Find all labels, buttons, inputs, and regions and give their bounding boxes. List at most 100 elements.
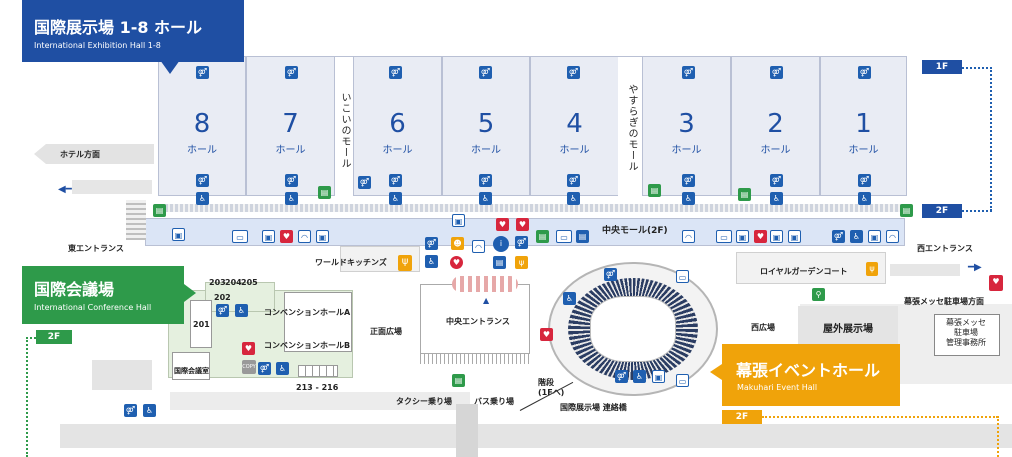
restroom-icon: ⚤ (515, 236, 528, 249)
hall-number: 2 (767, 109, 784, 139)
locker-icon: ▤ (648, 184, 661, 197)
hotel-arrow-body (46, 144, 154, 164)
restroom-icon: ⚤ (832, 230, 845, 243)
locker-icon: ▤ (900, 204, 913, 217)
halls-title-box (22, 0, 244, 62)
wheelchair-icon: ♿ (682, 192, 695, 205)
hall-number: 1 (855, 109, 872, 139)
convention-halls-box (284, 292, 352, 352)
ikoi-mall-strip (335, 56, 353, 197)
locker-icon: ▭ (716, 230, 732, 243)
wheelchair-icon: ♿ (850, 230, 863, 243)
locker-icon: ▣ (452, 214, 465, 227)
wheelchair-icon: ♿ (235, 304, 248, 317)
floor-1f-tag: 1F (922, 60, 962, 74)
hall-1: 1 ホール (820, 56, 907, 196)
floor-2f-tag-right: 2F (922, 204, 962, 218)
aed-icon: ♥ (242, 342, 255, 355)
central-mall-label: 中央モール(2F) (602, 226, 668, 236)
dotted-connector (26, 337, 36, 339)
hall-label: ホール (187, 145, 217, 156)
restroom-icon: ⚤ (196, 66, 209, 79)
event-hall-arena (590, 296, 676, 362)
dotted-connector (962, 210, 992, 212)
hall-rail (160, 204, 905, 212)
aed-icon: ♥ (516, 218, 529, 231)
room-203-label: 203 (209, 278, 226, 287)
wheelchair-icon: ♿ (143, 404, 156, 417)
hall-8: 8 ホール (158, 56, 246, 196)
hall-label: ホール (382, 145, 413, 156)
restroom-icon: ⚤ (285, 66, 298, 79)
restroom-icon: ⚤ (216, 304, 229, 317)
aed-icon: ♥ (754, 230, 767, 243)
central-stair-bars (420, 354, 530, 364)
locker-icon: ▤ (318, 186, 331, 199)
conv-a-label: コンベンションホールA (264, 308, 351, 317)
bridge-label: 国際展示場 連絡橋 (560, 403, 627, 412)
locker-icon: ▤ (576, 230, 589, 243)
dotted-connector (26, 337, 28, 457)
locker-icon: ▭ (232, 230, 248, 243)
dotted-connector (762, 416, 998, 418)
parking-office-label: 幕張メッセ 駐車場 管理事務所 (946, 318, 986, 347)
restroom-icon: ⚤ (858, 66, 871, 79)
dotted-connector (962, 67, 992, 69)
road-left (92, 360, 152, 390)
halls-subtitle: International Exhibition Hall 1-8 (34, 41, 161, 50)
hall-number: 8 (193, 109, 211, 139)
aed-icon: ♥ (540, 328, 553, 341)
event-subtitle: Makuhari Event Hall (737, 383, 818, 392)
east-stairs (126, 200, 146, 240)
rooms-213-216-label: 213 - 216 (296, 383, 339, 392)
parking-direction-label: 幕張メッセ駐車場方面 (904, 297, 984, 306)
central-entrance-label: 中央エントランス (446, 317, 510, 326)
restroom-icon: ⚤ (479, 174, 492, 187)
conference-title-box (22, 266, 184, 324)
copy-icon: COPY (242, 360, 256, 374)
info-icon: ☻ (451, 237, 464, 250)
hall-label: ホール (848, 145, 879, 156)
road-ramp (170, 392, 470, 410)
wheelchair-icon: ♿ (389, 192, 402, 205)
locker-icon: ▣ (868, 230, 881, 243)
locker-icon: ▭ (676, 374, 689, 387)
restroom-icon: ⚤ (196, 174, 209, 187)
central-entrance-arrow: ▲ (483, 296, 490, 305)
conference-subtitle: International Conference Hall (34, 303, 152, 312)
rooms-213-216 (298, 365, 338, 377)
floor-2f-tag-event: 2F (722, 410, 762, 424)
wheelchair-icon: ♿ (425, 255, 438, 268)
restaurant-icon: ψ (866, 262, 878, 276)
hall-number: 6 (389, 109, 406, 139)
hall-6: 6 ホール (353, 56, 442, 196)
hall-label: ホール (760, 145, 791, 156)
locker-icon: ▣ (788, 230, 801, 243)
hall-number: 5 (477, 109, 495, 139)
room-205-label: 205 (241, 278, 258, 287)
bicycle-icon: ⚲ (812, 288, 825, 301)
restroom-icon: ⚤ (124, 404, 137, 417)
event-title: 幕張イベントホール (736, 361, 881, 380)
ikoi-mall-label: いこいのモール (339, 92, 350, 169)
floor-2f-tag-conference: 2F (36, 330, 72, 344)
wheelchair-icon: ♿ (770, 192, 783, 205)
restroom-icon: ⚤ (285, 174, 298, 187)
locker-icon: ▣ (316, 230, 329, 243)
road-bottom (60, 424, 1012, 448)
hall-label: ホール (559, 145, 590, 156)
aed-icon: ♥ (496, 218, 509, 231)
intl-conf-room-label: 国際会議室 (174, 367, 209, 375)
wheelchair-icon: ♿ (285, 192, 298, 205)
east-walkway (72, 180, 152, 194)
intl-conf-room (172, 352, 210, 380)
world-kitchens-label: ワールドキッチンズ (315, 258, 387, 267)
restroom-icon: ⚤ (567, 174, 580, 187)
locker-icon: ▣ (172, 228, 185, 241)
locker-icon: ▣ (262, 230, 275, 243)
wifi-icon: ◠ (298, 230, 311, 243)
locker-icon: ▤ (452, 374, 465, 387)
halls-title-pointer (160, 60, 180, 74)
